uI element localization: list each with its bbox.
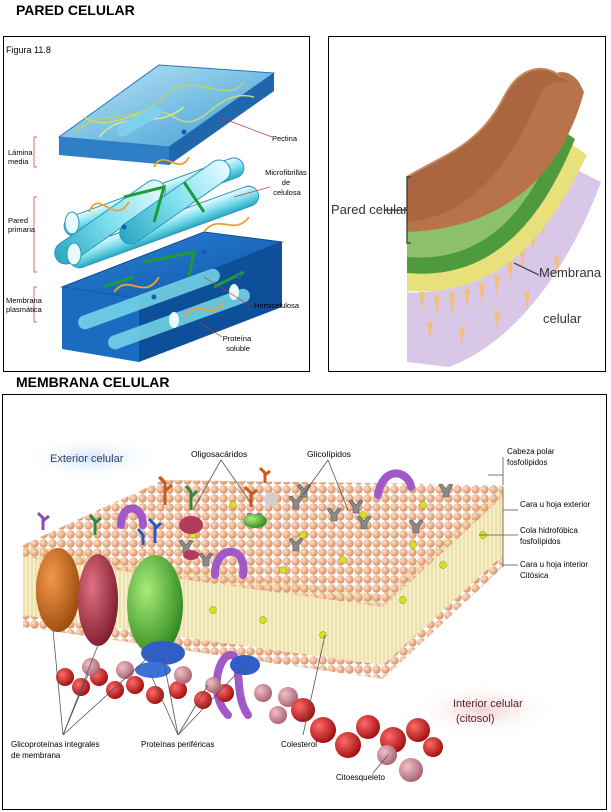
label-glicolipidos: Glicolípidos — [307, 449, 351, 459]
protein-orange — [36, 548, 80, 632]
label-proteina-soluble: Proteína soluble — [223, 334, 253, 353]
cell-wall-section-panel: Pared celular Membrana celular — [328, 36, 606, 372]
label-colesterol: Colesterol — [281, 740, 317, 749]
cell-membrane-panel: Exterior celular Interior celular (citos… — [2, 394, 607, 810]
heading-membrana-celular: MEMBRANA CELULAR — [16, 374, 169, 390]
heading-pared-celular: PARED CELULAR — [16, 2, 135, 18]
interior-glow — [408, 682, 558, 738]
cell-membrane-diagram: Exterior celular Interior celular (citos… — [3, 395, 606, 809]
label-exterior-celular: Exterior celular — [50, 453, 124, 465]
cell-wall-diagram-panel: Figura 11.8 Lámina media Pared primaria … — [3, 36, 310, 372]
label-oligosacaridos: Oligosacáridos — [191, 449, 247, 459]
label-pared-celular: Pared celular — [331, 202, 408, 217]
label-membrana-plasmatica: Membrana plasmática — [6, 296, 44, 314]
label-proteinas-perifericas: Proteínas periféricas — [141, 740, 214, 749]
protein-green — [127, 555, 183, 655]
protein-crimson — [78, 554, 118, 646]
label-pectina: Pectina — [272, 134, 298, 143]
cell-wall-diagram: Figura 11.8 Lámina media Pared primaria … — [4, 37, 309, 371]
cell-wall-section: Pared celular Membrana celular — [329, 37, 605, 371]
label-hemicelulosa: Hemicelulosa — [254, 301, 300, 310]
label-citoesqueleto: Citoesqueleto — [336, 773, 385, 782]
figure-label: Figura 11.8 — [6, 45, 51, 55]
label-cara-exterior: Cara u hoja exterior — [520, 500, 591, 509]
